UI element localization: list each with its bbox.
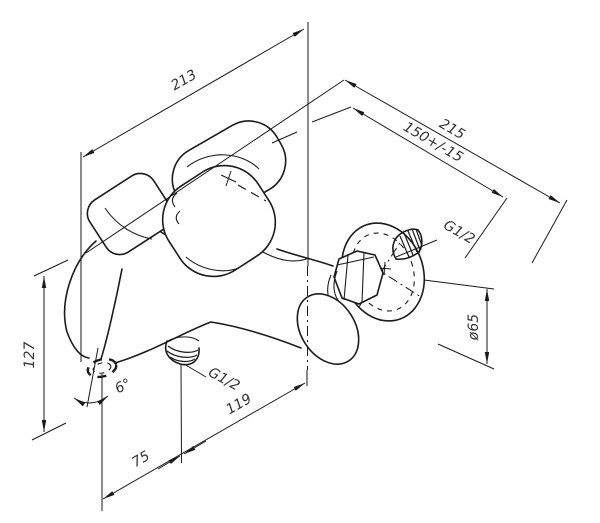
callout-wall-thread-label: G1/2 xyxy=(441,217,478,248)
dim-bottom-offsets: 75 119 xyxy=(101,363,306,511)
dim-spout-offset-label: 75 xyxy=(129,448,153,471)
shower-thread-boss xyxy=(164,336,200,366)
dim-flange-diameter: ø65 xyxy=(423,279,495,370)
faucet-body xyxy=(63,120,426,379)
callout-shower-thread: G1/2 xyxy=(183,363,242,395)
handle-base-arc xyxy=(262,251,310,262)
wall-thread-nipple xyxy=(392,228,423,261)
body-end-cap xyxy=(296,293,360,365)
axis-centerline xyxy=(220,170,267,202)
hex-nut xyxy=(333,250,384,305)
dimension-annotations: 213 215 150+/-15 G1/2 ø65 xyxy=(22,22,568,511)
dim-height: 127 xyxy=(22,259,69,441)
handle-base-arc xyxy=(185,256,240,272)
dim-overall-length-label: 213 xyxy=(168,67,199,94)
spout-base xyxy=(86,172,174,256)
dim-spout-angle-label: 6° xyxy=(112,376,133,397)
spout-base-inner-curve xyxy=(104,207,153,240)
spout xyxy=(63,240,123,360)
dim-flange-diameter-label: ø65 xyxy=(466,314,482,341)
dim-wall-to-spout: 215 xyxy=(85,79,568,264)
dim-height-label: 127 xyxy=(22,342,38,369)
callout-shower-thread-label: G1/2 xyxy=(205,365,242,395)
dim-spout-angle: 6° xyxy=(73,347,134,408)
lever-handle xyxy=(161,120,287,278)
